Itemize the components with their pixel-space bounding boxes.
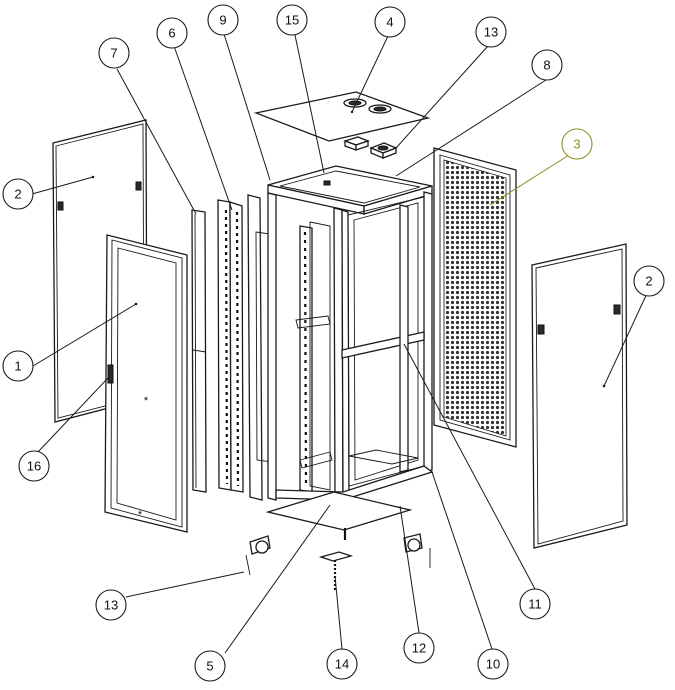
callout-11: 11	[519, 588, 551, 620]
svg-text:13: 13	[484, 25, 498, 40]
svg-text:4: 4	[386, 15, 393, 30]
callout-8: 8	[531, 49, 563, 81]
callout-4: 4	[374, 6, 406, 38]
right-side-panel	[531, 243, 628, 549]
svg-text:2: 2	[645, 274, 652, 289]
fan-units	[342, 136, 398, 159]
perforated-mesh-door	[433, 147, 517, 448]
svg-text:15: 15	[285, 13, 299, 28]
callout-3: 3	[561, 128, 593, 160]
svg-text:2: 2	[14, 187, 21, 202]
callout-6: 6	[156, 17, 188, 49]
callout-12: 12	[403, 632, 435, 664]
top-cover-plate	[253, 91, 431, 142]
svg-text:16: 16	[27, 459, 41, 474]
svg-text:3: 3	[573, 137, 580, 152]
svg-text:11: 11	[528, 597, 542, 612]
svg-text:6: 6	[168, 26, 175, 41]
svg-text:1: 1	[14, 359, 21, 374]
svg-text:5: 5	[206, 659, 213, 674]
svg-text:12: 12	[412, 641, 426, 656]
cabinet-main-frame	[267, 165, 434, 503]
callout-5: 5	[194, 650, 226, 682]
callout-1: 1	[2, 350, 34, 382]
glass-front-door: * *	[104, 234, 188, 533]
callout-13-bottom: 13	[95, 589, 127, 621]
svg-text:*: *	[144, 395, 149, 407]
callout-9: 9	[207, 4, 239, 36]
svg-text:*: *	[138, 509, 143, 521]
svg-text:13: 13	[104, 598, 118, 613]
side-trim-strip	[191, 209, 207, 493]
svg-text:7: 7	[110, 46, 117, 61]
leader-lines	[31, 33, 650, 654]
callout-16: 16	[18, 450, 50, 482]
callout-14: 14	[326, 648, 358, 680]
bottom-plate	[265, 491, 413, 531]
callout-15: 15	[276, 4, 308, 36]
svg-text:10: 10	[486, 657, 500, 672]
svg-text:9: 9	[219, 13, 226, 28]
rear-frame-side	[247, 194, 277, 501]
svg-text:8: 8	[543, 58, 550, 73]
callout-2-left: 2	[2, 178, 34, 210]
caster-wheels	[245, 533, 431, 576]
callout-13-top: 13	[475, 16, 507, 48]
callout-2-right: 2	[633, 265, 665, 297]
callout-10: 10	[477, 648, 509, 680]
callout-7: 7	[98, 37, 130, 69]
svg-text:14: 14	[335, 657, 349, 672]
cable-manager-left	[217, 199, 244, 493]
